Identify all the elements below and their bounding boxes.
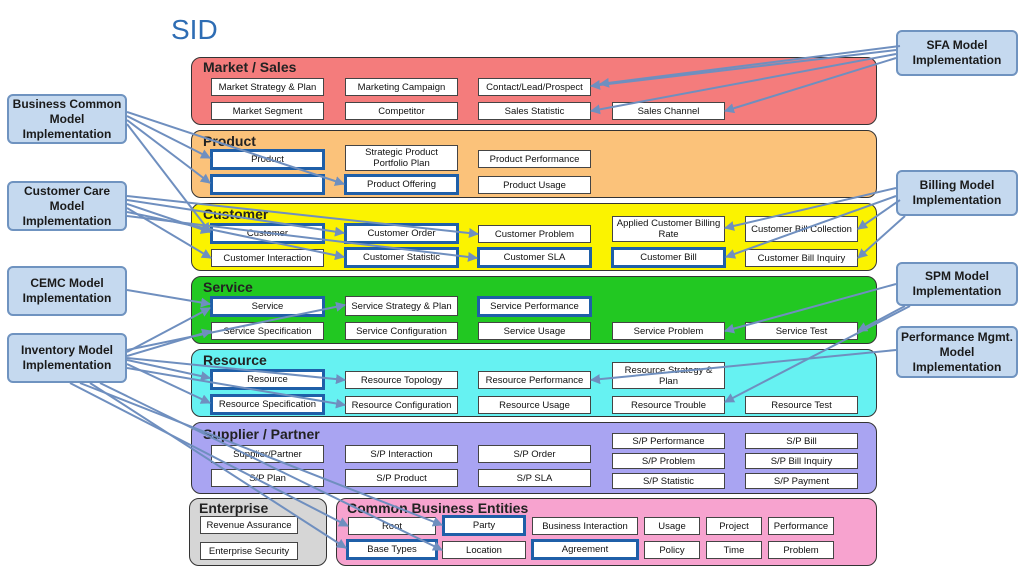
box-root: Root xyxy=(348,517,436,535)
box-market-strategy-plan: Market Strategy & Plan xyxy=(211,78,324,96)
page-title: SID xyxy=(171,14,218,45)
box-customer: Customer xyxy=(210,223,325,244)
callout-customer-care-model: Customer Care Model Implementation xyxy=(7,181,127,231)
box-product-specification xyxy=(210,174,325,195)
box-customer-bill-inquiry: Customer Bill Inquiry xyxy=(745,249,858,267)
band-title-enterprise: Enterprise xyxy=(199,500,269,516)
band-title-common-business-entities: Common Business Entities xyxy=(347,500,529,516)
box-resource-usage: Resource Usage xyxy=(478,396,591,414)
box-agreement: Agreement xyxy=(531,539,639,560)
box-product: Product xyxy=(210,149,325,170)
callout-business-common-model: Business Common Model Implementation xyxy=(7,94,127,144)
band-title-supplier-partner: Supplier / Partner xyxy=(203,426,320,442)
box-party: Party xyxy=(442,515,526,536)
box-business-interaction: Business Interaction xyxy=(532,517,638,535)
box-time: Time xyxy=(706,541,762,559)
box-resource-specification: Resource Specification xyxy=(210,394,325,415)
box-resource-configuration: Resource Configuration xyxy=(345,396,458,414)
box-service-configuration: Service Configuration xyxy=(345,322,458,340)
box-project: Project xyxy=(706,517,762,535)
box-sp-problem: S/P Problem xyxy=(612,453,725,469)
box-customer-interaction: Customer Interaction xyxy=(211,249,324,267)
box-resource: Resource xyxy=(210,369,325,390)
box-applied-customer-billing-rate: Applied Customer Billing Rate xyxy=(612,216,725,242)
box-sales-channel: Sales Channel xyxy=(612,102,725,120)
box-contact-lead-prospect: Contact/Lead/Prospect xyxy=(478,78,591,96)
box-policy: Policy xyxy=(644,541,700,559)
box-service: Service xyxy=(210,296,325,317)
box-service-test: Service Test xyxy=(745,322,858,340)
box-competitor: Competitor xyxy=(345,102,458,120)
band-title-resource: Resource xyxy=(203,352,267,368)
box-product-offering: Product Offering xyxy=(344,174,459,195)
box-sales-statistic: Sales Statistic xyxy=(478,102,591,120)
band-title-customer: Customer xyxy=(203,206,269,222)
box-service-problem: Service Problem xyxy=(612,322,725,340)
box-resource-trouble: Resource Trouble xyxy=(612,396,725,414)
box-strategic-product-portfolio-plan: Strategic Product Portfolio Plan xyxy=(345,145,458,171)
box-problem: Problem xyxy=(768,541,834,559)
box-resource-performance: Resource Performance xyxy=(478,371,591,389)
box-product-performance: Product Performance xyxy=(478,150,591,168)
box-performance: Performance xyxy=(768,517,834,535)
box-customer-bill-collection: Customer Bill Collection xyxy=(745,216,858,242)
band-title-market-sales: Market / Sales xyxy=(203,59,297,75)
band-title-service: Service xyxy=(203,279,253,295)
callout-performance-mgmt-model: Performance Mgmt. Model Implementation xyxy=(896,326,1018,378)
callout-spm-model: SPM Model Implementation xyxy=(896,262,1018,306)
box-revenue-assurance: Revenue Assurance xyxy=(200,516,298,534)
box-service-usage: Service Usage xyxy=(478,322,591,340)
box-product-usage: Product Usage xyxy=(478,176,591,194)
box-sp-order: S/P Order xyxy=(478,445,591,463)
box-service-performance: Service Performance xyxy=(477,296,592,317)
box-usage: Usage xyxy=(644,517,700,535)
callout-billing-model: Billing Model Implementation xyxy=(896,170,1018,216)
box-service-specification: Service Specification xyxy=(211,322,324,340)
box-customer-bill: Customer Bill xyxy=(611,247,726,268)
box-enterprise-security: Enterprise Security xyxy=(200,542,298,560)
box-service-strategy-plan: Service Strategy & Plan xyxy=(345,296,458,316)
box-sp-bill-inquiry: S/P Bill Inquiry xyxy=(745,453,858,469)
box-marketing-campaign: Marketing Campaign xyxy=(345,78,458,96)
box-resource-topology: Resource Topology xyxy=(345,371,458,389)
band-title-product: Product xyxy=(203,133,256,149)
box-market-segment: Market Segment xyxy=(211,102,324,120)
box-customer-problem: Customer Problem xyxy=(478,225,591,243)
callout-sfa-model: SFA Model Implementation xyxy=(896,30,1018,76)
box-resource-test: Resource Test xyxy=(745,396,858,414)
box-customer-sla: Customer SLA xyxy=(477,247,592,268)
box-sp-payment: S/P Payment xyxy=(745,473,858,489)
callout-cemc-model: CEMC Model Implementation xyxy=(7,266,127,316)
box-base-types: Base Types xyxy=(346,539,438,560)
box-sp-product: S/P Product xyxy=(345,469,458,487)
box-sp-performance: S/P Performance xyxy=(612,433,725,449)
box-location: Location xyxy=(442,541,526,559)
box-sp-bill: S/P Bill xyxy=(745,433,858,449)
callout-inventory-model: Inventory Model Implementation xyxy=(7,333,127,383)
box-sp-plan: S/P Plan xyxy=(211,469,324,487)
box-supplier-partner: Supplier/Partner xyxy=(211,445,324,463)
box-customer-statistic: Customer Statistic xyxy=(344,247,459,268)
box-sp-sla: S/P SLA xyxy=(478,469,591,487)
box-resource-strategy-plan: Resource Strategy & Plan xyxy=(612,362,725,389)
box-sp-interaction: S/P Interaction xyxy=(345,445,458,463)
box-customer-order: Customer Order xyxy=(344,223,459,244)
box-sp-statistic: S/P Statistic xyxy=(612,473,725,489)
